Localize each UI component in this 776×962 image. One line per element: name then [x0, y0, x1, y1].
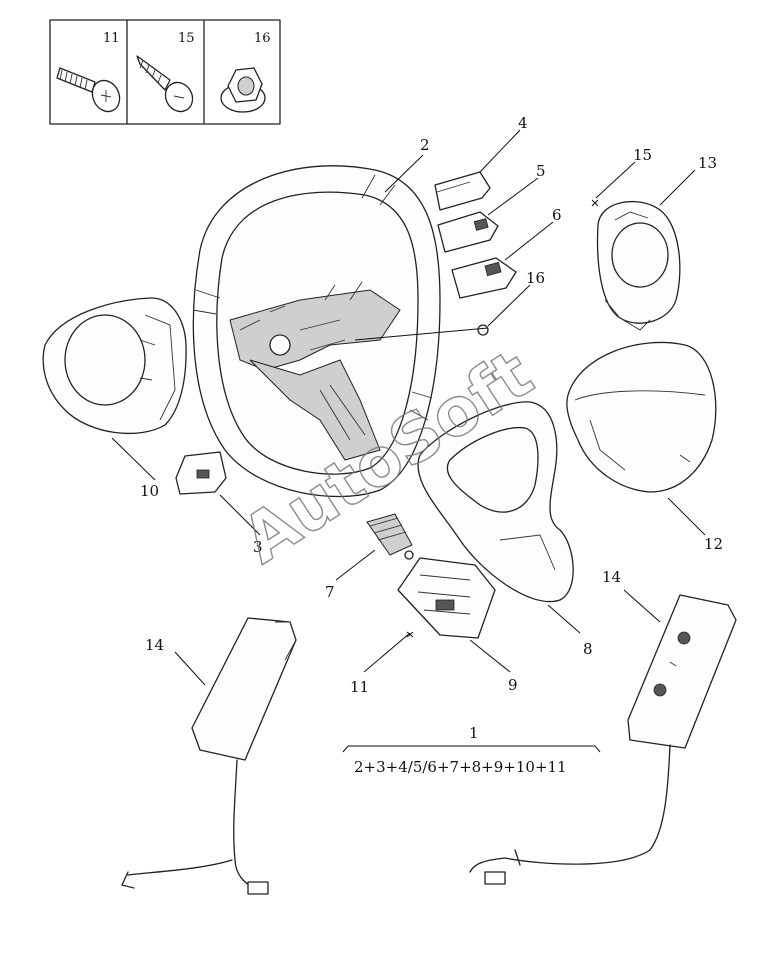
nut-16-marker: [477, 324, 489, 336]
hardware-label-16: 16: [254, 31, 271, 46]
assembly-formula: 2+3+4/5/6+7+8+9+10+11: [342, 745, 601, 776]
callout-1: 1: [469, 724, 479, 742]
bolt-icon: [56, 67, 121, 113]
rear-cover: [42, 297, 187, 435]
callout-6: 6: [552, 206, 562, 224]
flange-nut-icon: [220, 67, 266, 113]
callout-2: 2: [420, 136, 430, 154]
callout-9: 9: [508, 676, 518, 694]
callout-14-right: 14: [602, 568, 621, 586]
assembly-formula-text: 2+3+4/5/6+7+8+9+10+11: [354, 758, 567, 776]
switch-6: [451, 257, 517, 299]
callout-16: 16: [526, 269, 545, 287]
callout-numbers: 2 4 5 6 16 15 13 10 3 7 8 9 11 12 14 14 …: [140, 114, 723, 742]
clock-spring: [596, 200, 681, 331]
lower-cover: [397, 557, 496, 639]
callout-5: 5: [536, 162, 546, 180]
hardware-label-15: 15: [178, 31, 195, 46]
callout-12: 12: [704, 535, 723, 553]
damper: [366, 513, 414, 560]
switch-3: [175, 451, 227, 495]
tapping-screw-icon: [136, 55, 194, 113]
callout-13: 13: [698, 154, 717, 172]
lower-bezel: [417, 401, 574, 603]
hardware-label-11: 11: [103, 31, 120, 46]
callout-10: 10: [140, 482, 159, 500]
callout-14-left: 14: [145, 636, 164, 654]
knee-airbag-left: [121, 617, 297, 895]
leader-lines: [111, 129, 706, 686]
hardware-box: 11 15 16: [49, 19, 281, 125]
callout-11: 11: [350, 678, 369, 696]
callout-4: 4: [518, 114, 528, 132]
callout-3: 3: [253, 538, 263, 556]
callout-15: 15: [633, 146, 652, 164]
knee-airbag-right: [469, 594, 737, 885]
switch-cover-4: [434, 171, 491, 211]
callout-8: 8: [583, 640, 593, 658]
driver-airbag: [566, 341, 717, 493]
switch-5: [437, 211, 499, 253]
steering-wheel: [192, 165, 441, 498]
callout-7: 7: [325, 583, 335, 601]
